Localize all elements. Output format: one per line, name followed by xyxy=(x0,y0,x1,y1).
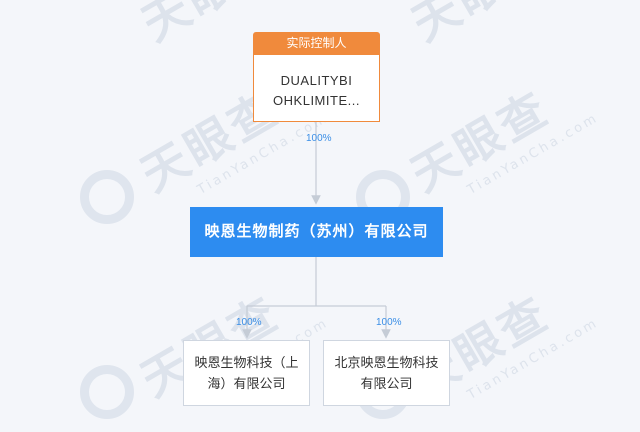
subsidiary-node-beijing[interactable]: 北京映恩生物科技有限公司 xyxy=(323,340,450,406)
actual-controller-tag: 实际控制人 xyxy=(253,32,380,54)
controller-name-line1: DUALITYBI xyxy=(280,73,353,88)
controller-name-line2: OHKLIMITE... xyxy=(273,93,360,108)
sub1-share-pct: 100% xyxy=(236,317,262,328)
controller-node[interactable]: DUALITYBI OHKLIMITE... xyxy=(253,54,380,122)
subsidiary-node-shanghai[interactable]: 映恩生物科技（上海）有限公司 xyxy=(183,340,310,406)
subsidiary-name: 映恩生物科技（上海）有限公司 xyxy=(194,355,299,391)
main-company-node[interactable]: 映恩生物制药（苏州）有限公司 xyxy=(190,207,443,257)
controller-share-pct: 100% xyxy=(306,133,332,144)
sub2-share-pct: 100% xyxy=(376,317,402,328)
subsidiary-name: 北京映恩生物科技有限公司 xyxy=(334,355,439,391)
